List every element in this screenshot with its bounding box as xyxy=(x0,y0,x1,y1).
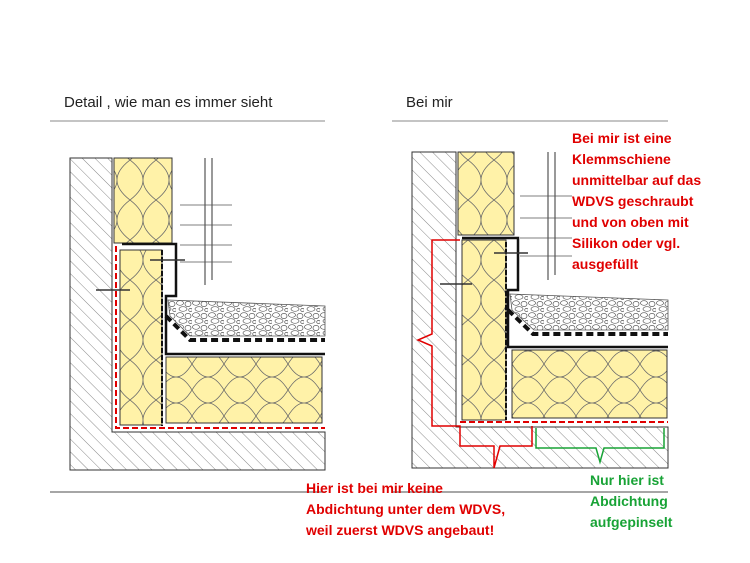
left-floor-insulation xyxy=(165,356,323,424)
clamp-note-line: Silikon oder vgl. xyxy=(572,235,681,251)
left-panel-title: Detail , wie man es immer sieht xyxy=(64,94,273,111)
right-membrane-dashed xyxy=(506,308,668,336)
no-sealing-note: Hier ist bei mir keine Abdichtung unter … xyxy=(306,478,505,541)
clamp-note-line: Klemmschiene xyxy=(572,151,671,167)
left-membrane-dashed xyxy=(164,314,325,342)
clamp-note-line: und von oben mit xyxy=(572,214,689,230)
sealed-area-note: Nur hier ist Abdichtung aufgepinselt xyxy=(590,470,672,533)
sealed-note-line: Abdichtung xyxy=(590,493,668,509)
left-gravel xyxy=(167,299,326,337)
clamp-note-line: WDVS geschraubt xyxy=(572,193,694,209)
right-gravel xyxy=(509,293,669,331)
red-bracket-wall xyxy=(416,239,533,469)
left-wall-insulation-lower xyxy=(119,249,163,426)
no-seal-note-line: Abdichtung unter dem WDVS, xyxy=(306,501,506,517)
sealed-note-line: aufgepinselt xyxy=(590,514,673,530)
right-concrete xyxy=(411,151,669,469)
clamp-rail-note: Bei mir ist eine Klemmschiene unmittelba… xyxy=(572,128,701,275)
left-membrane-red xyxy=(115,246,325,429)
left-wall-insulation-upper xyxy=(113,157,173,244)
no-seal-note-line: weil zuerst WDVS angebaut! xyxy=(306,522,495,538)
left-concrete xyxy=(69,157,326,471)
right-panel-title: Bei mir xyxy=(406,94,453,111)
left-membrane-black xyxy=(122,242,325,356)
left-detail xyxy=(69,157,326,471)
clamp-note-line: unmittelbar auf das xyxy=(572,172,702,188)
green-bracket-floor xyxy=(535,428,665,465)
clamp-note-line: ausgefüllt xyxy=(572,256,639,272)
sealed-note-line: Nur hier ist xyxy=(590,472,664,488)
right-wall-insulation-upper xyxy=(457,151,515,236)
no-seal-note-line: Hier ist bei mir keine xyxy=(306,480,443,496)
right-membrane-black xyxy=(462,236,668,349)
right-detail xyxy=(411,151,669,469)
right-floor-insulation xyxy=(511,349,668,419)
clamp-note-line: Bei mir ist eine xyxy=(572,130,672,146)
right-wall-insulation-lower xyxy=(461,239,507,421)
